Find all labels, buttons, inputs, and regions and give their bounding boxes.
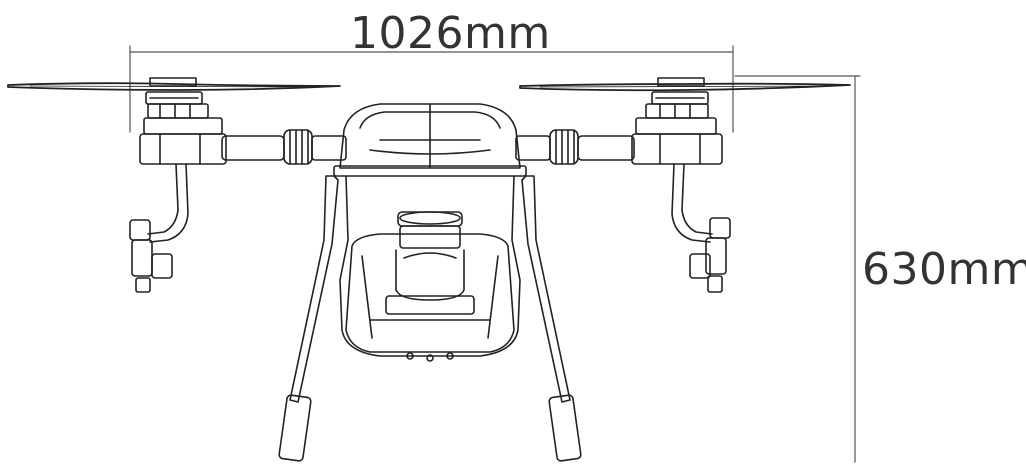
height-dimension-label: 630mm (862, 244, 1026, 295)
right-nozzle (671, 163, 731, 293)
left-landing-leg (278, 175, 431, 462)
left-nozzle (129, 163, 189, 293)
height-dimension-line (734, 75, 861, 463)
right-landing-leg (429, 175, 582, 462)
width-dimension-label: 1026mm (350, 8, 551, 59)
central-body (333, 103, 527, 177)
right-arm (515, 129, 635, 165)
spray-tank (345, 211, 515, 362)
right-propeller (519, 82, 851, 92)
right-motor (631, 77, 723, 165)
left-motor (139, 77, 227, 165)
left-arm (221, 129, 347, 165)
